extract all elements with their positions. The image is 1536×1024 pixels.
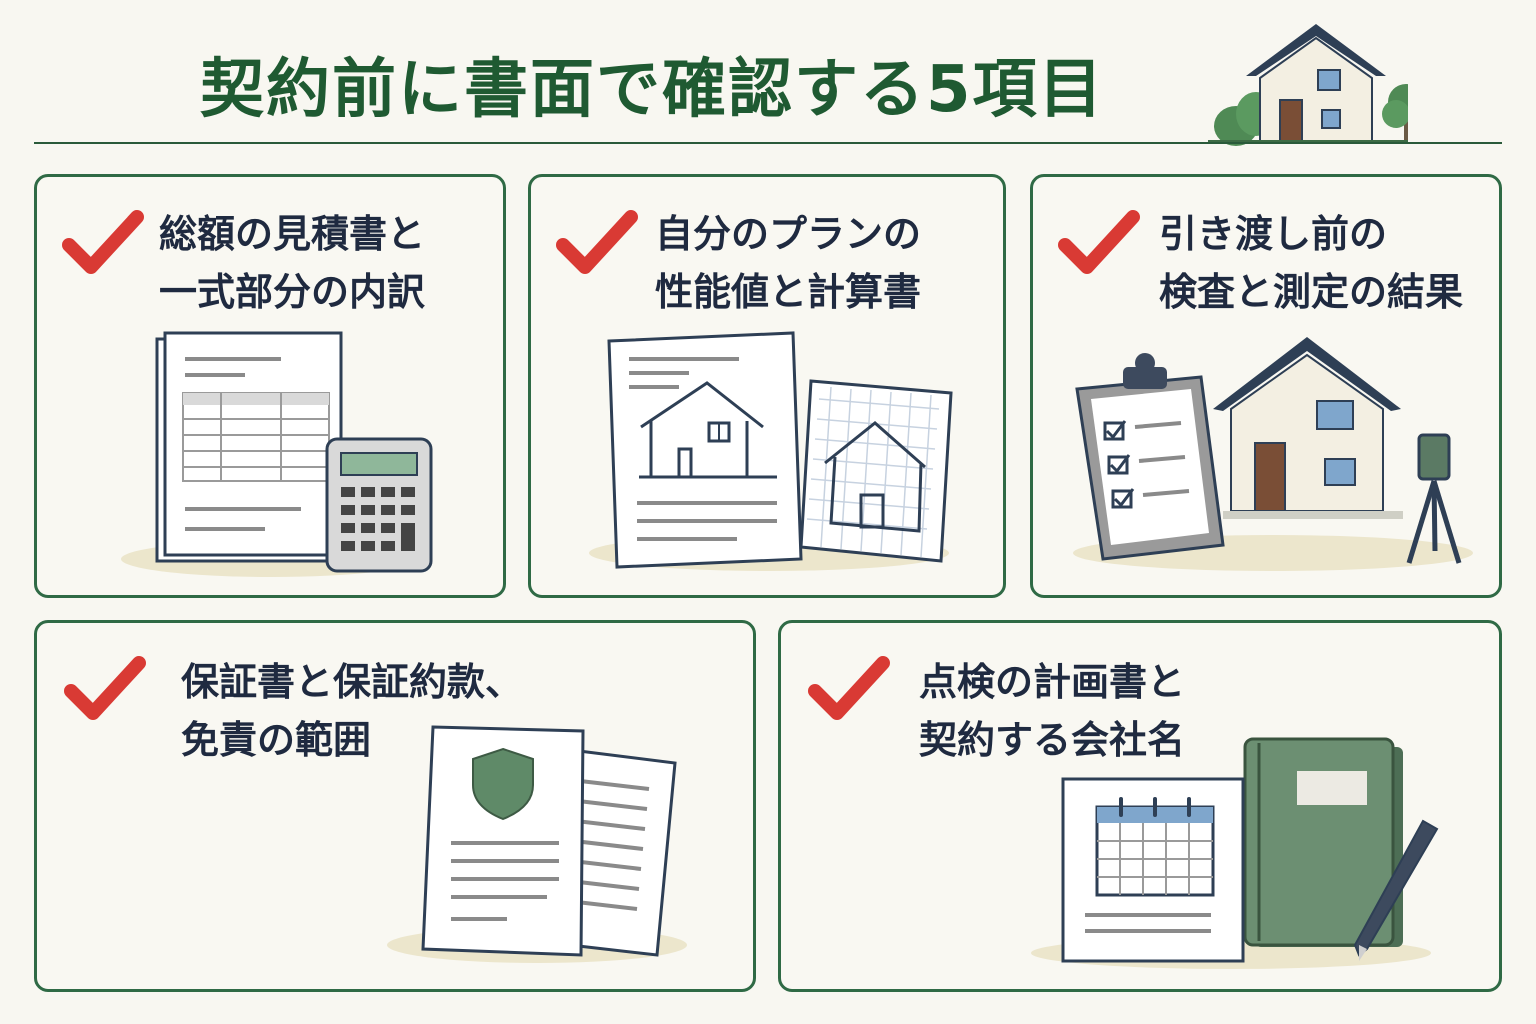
title-divider bbox=[34, 142, 1502, 144]
item-title-line1: 引き渡し前の bbox=[1159, 212, 1388, 256]
estimate-document-calculator-icon bbox=[121, 331, 433, 577]
item-card-maintenance: 点検の計画書と 契約する会社名 bbox=[778, 620, 1502, 992]
item-title-line1: 保証書と保証約款、 bbox=[181, 660, 524, 704]
red-check-icon bbox=[556, 210, 638, 274]
item-title-line2: 免責の範囲 bbox=[181, 718, 372, 762]
page-title: 契約前に書面で確認する5項目 bbox=[200, 53, 1105, 127]
red-check-icon bbox=[64, 656, 146, 720]
house-plan-blueprint-icon bbox=[589, 331, 953, 571]
red-check-icon bbox=[1058, 210, 1140, 274]
item-card-performance: 自分のプランの 性能値と計算書 bbox=[528, 174, 1006, 598]
item-title-line2: 契約する会社名 bbox=[919, 718, 1186, 762]
item-title-line1: 自分のプランの bbox=[655, 212, 922, 256]
item-card-inspection: 引き渡し前の 検査と測定の結果 bbox=[1030, 174, 1502, 598]
red-check-icon bbox=[808, 656, 890, 720]
item-card-estimate: 総額の見積書と 一式部分の内訳 bbox=[34, 174, 506, 598]
warranty-shield-document-icon bbox=[387, 725, 687, 963]
item-title-line1: 総額の見積書と bbox=[159, 212, 426, 256]
calendar-notebook-pen-icon bbox=[1031, 737, 1439, 969]
house-with-trees-icon bbox=[1208, 18, 1424, 150]
item-title-line1: 点検の計画書と bbox=[919, 660, 1186, 704]
item-title-line2: 検査と測定の結果 bbox=[1159, 270, 1464, 314]
item-title-line2: 一式部分の内訳 bbox=[159, 270, 426, 314]
item-card-warranty: 保証書と保証約款、 免責の範囲 bbox=[34, 620, 756, 992]
red-check-icon bbox=[62, 210, 144, 274]
item-title-line2: 性能値と計算書 bbox=[655, 270, 922, 314]
inspection-clipboard-house-icon bbox=[1073, 337, 1473, 571]
